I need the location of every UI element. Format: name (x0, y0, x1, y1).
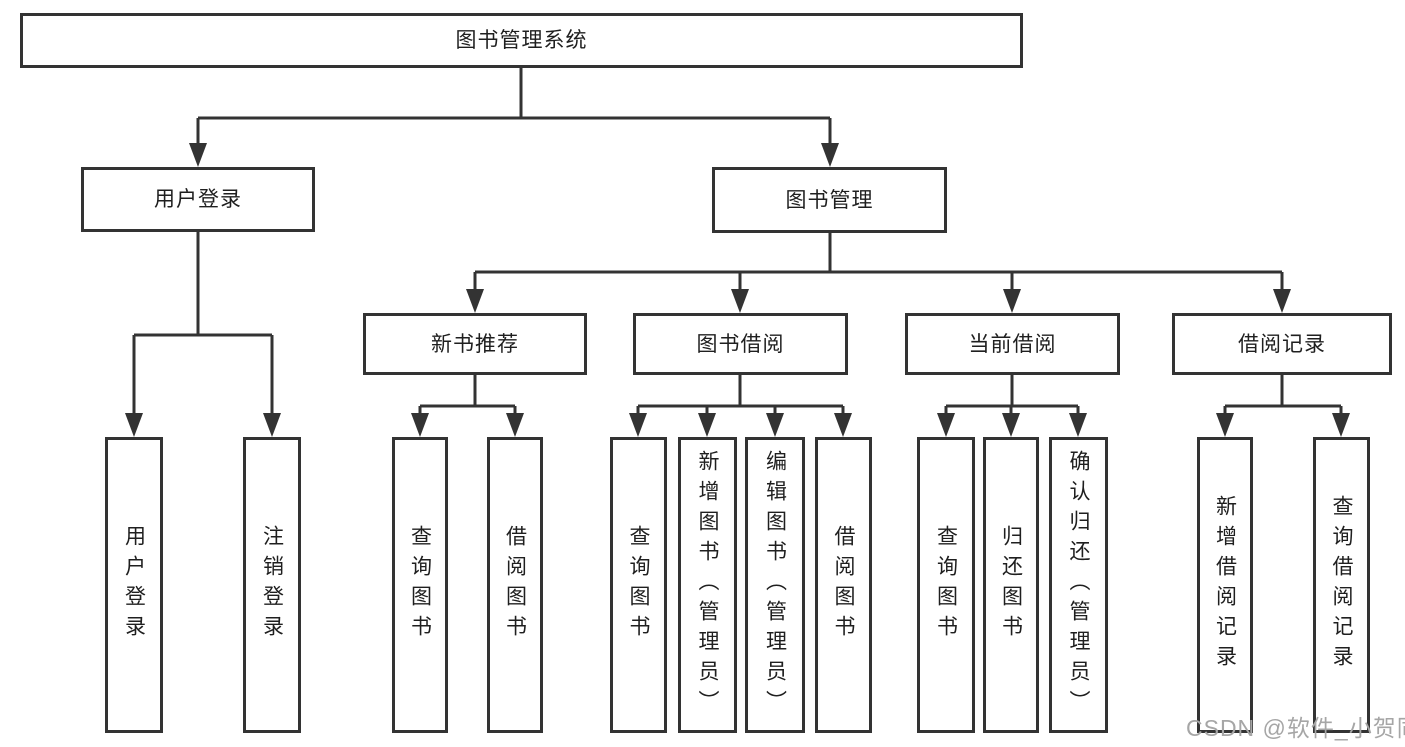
arrowhead-icons (125, 143, 1350, 437)
leaf-edit-book-admin: 编辑图书（管理员） (745, 437, 805, 733)
node-label: 借阅图书 (832, 525, 855, 645)
node-label: 查询借阅记录 (1330, 495, 1353, 675)
node-label: 确认归还（管理员） (1067, 450, 1090, 720)
node-label: 用户登录 (122, 525, 146, 645)
node-label: 图书管理 (785, 188, 874, 212)
leaf-borrow-borrow-books: 借阅图书 (815, 437, 872, 733)
leaf-return-books: 归还图书 (983, 437, 1039, 733)
node-book-borrow: 图书借阅 (633, 313, 848, 375)
leaf-logout-login: 注销登录 (243, 437, 301, 733)
leaf-borrow-query-books: 查询图书 (610, 437, 667, 733)
node-label: 新书推荐 (431, 332, 519, 356)
node-label: 图书管理系统 (455, 29, 588, 52)
node-label: 新增借阅记录 (1213, 495, 1237, 675)
node-label: 当前借阅 (968, 332, 1057, 356)
node-book-management: 图书管理 (712, 167, 947, 233)
node-label: 归还图书 (999, 525, 1023, 645)
node-new-book-recommend: 新书推荐 (363, 313, 587, 375)
node-label: 编辑图书（管理员） (763, 450, 787, 720)
node-root: 图书管理系统 (20, 13, 1023, 68)
node-label: 借阅图书 (503, 525, 527, 645)
leaf-user-login: 用户登录 (105, 437, 163, 733)
leaf-query-borrow-record: 查询借阅记录 (1313, 437, 1370, 733)
leaf-recommend-borrow-books: 借阅图书 (487, 437, 543, 733)
leaf-current-query-books: 查询图书 (917, 437, 975, 733)
csdn-watermark: CSDN @软件_小贺同学 (1186, 715, 1405, 741)
leaf-add-book-admin: 新增图书（管理员） (678, 437, 737, 733)
node-label: 新增图书（管理员） (696, 450, 719, 720)
node-current-borrow: 当前借阅 (905, 313, 1120, 375)
node-label: 注销登录 (260, 525, 284, 645)
node-label: 用户登录 (154, 188, 242, 211)
leaf-add-borrow-record: 新增借阅记录 (1197, 437, 1253, 733)
leaf-confirm-return-admin: 确认归还（管理员） (1049, 437, 1108, 733)
node-user-login: 用户登录 (81, 167, 315, 232)
node-label: 借阅记录 (1238, 332, 1326, 356)
leaf-recommend-query-books: 查询图书 (392, 437, 448, 733)
node-label: 查询图书 (627, 525, 650, 645)
node-borrow-records: 借阅记录 (1172, 313, 1392, 375)
node-label: 查询图书 (408, 525, 432, 645)
node-label: 图书借阅 (696, 332, 785, 356)
node-label: 查询图书 (934, 525, 958, 645)
